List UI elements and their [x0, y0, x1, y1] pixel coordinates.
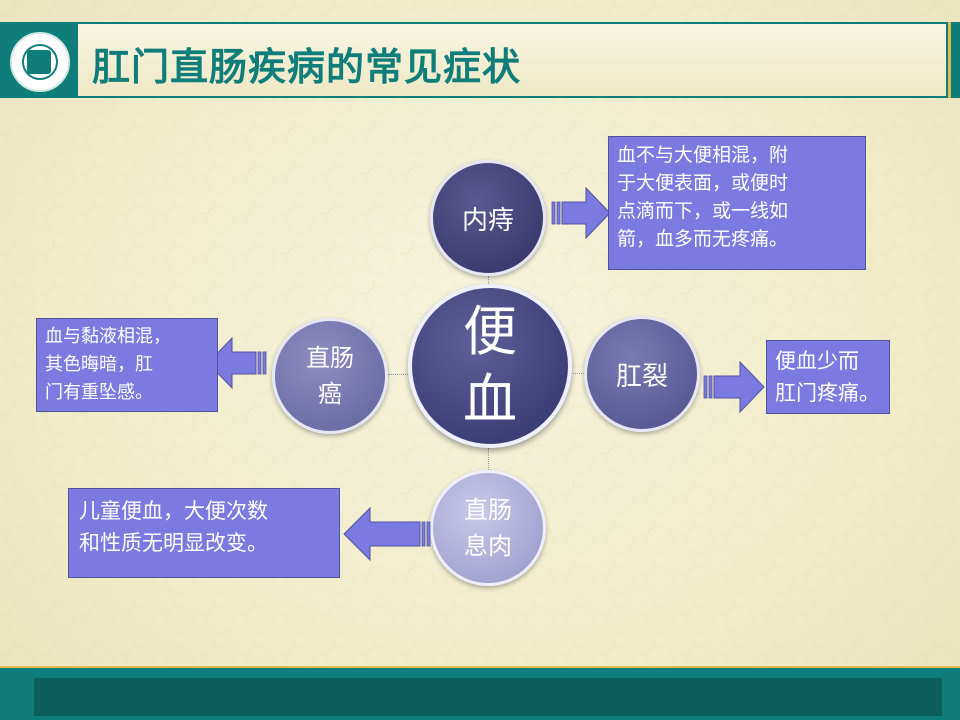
footer-accent-line: [0, 666, 960, 668]
arrow-right-top-icon: [551, 186, 611, 240]
desc-line: 便血少而: [775, 349, 859, 373]
node-neizhi-label: 内痔: [461, 205, 514, 236]
slide-title: 肛门直肠疾病的常见症状: [92, 45, 522, 89]
connector-left: [388, 374, 410, 375]
desc-line: 儿童便血，大便次数: [79, 499, 268, 523]
center-line-1: 便: [463, 300, 517, 363]
connector-right: [570, 373, 586, 374]
arrow-left-icon: [207, 336, 267, 390]
node-bottom-line-2: 息肉: [464, 532, 512, 560]
center-circle-bianxue: 便 血: [408, 284, 572, 448]
node-zhichang-xirou: 直肠 息肉: [430, 470, 546, 586]
footer-panel: [34, 678, 942, 716]
desc-line: 和性质无明显改变。: [79, 531, 268, 555]
node-left-line-1: 直肠: [306, 344, 354, 372]
title-rule-bottom: [78, 96, 946, 98]
desc-box-zhichang-ai: 血与黏液相混， 其色晦暗，肛 门有重坠感。: [36, 318, 218, 412]
desc-line: 血与黏液相混，: [45, 326, 171, 347]
desc-line: 箭，血多而无疼痛。: [617, 228, 789, 250]
connector-bottom: [488, 448, 489, 472]
desc-box-gangli: 便血少而 肛门疼痛。: [766, 340, 890, 414]
hospital-logo-icon: [10, 32, 70, 92]
title-bar: [0, 22, 960, 98]
logo-emblem: [27, 50, 51, 74]
title-right-accent: [948, 22, 951, 98]
desc-line: 于大便表面，或便时: [617, 172, 789, 194]
desc-box-neizhi: 血不与大便相混，附 于大便表面，或便时 点滴而下，或一线如 箭，血多而无疼痛。: [608, 136, 866, 270]
center-line-2: 血: [463, 368, 517, 431]
connector-top: [488, 276, 489, 286]
node-zhichang-ai: 直肠 癌: [272, 318, 388, 434]
node-neizhi: 内痔: [430, 160, 546, 276]
node-left-line-2: 癌: [318, 380, 342, 408]
arrow-right-middle-icon: [703, 360, 765, 414]
desc-line: 门有重坠感。: [45, 382, 153, 403]
desc-line: 其色晦暗，肛: [45, 354, 153, 375]
node-gangli: 肛裂: [584, 316, 700, 432]
logo-ring: [22, 44, 58, 80]
node-bottom-line-1: 直肠: [464, 496, 512, 524]
desc-box-zhichang-xirou: 儿童便血，大便次数 和性质无明显改变。: [68, 488, 340, 578]
node-gangli-label: 肛裂: [615, 361, 668, 392]
arrow-left-bottom-icon: [343, 506, 431, 562]
desc-line: 血不与大便相混，附: [617, 144, 789, 166]
title-rule-top: [78, 22, 946, 24]
desc-line: 点滴而下，或一线如: [617, 200, 789, 222]
desc-line: 肛门疼痛。: [775, 381, 880, 405]
